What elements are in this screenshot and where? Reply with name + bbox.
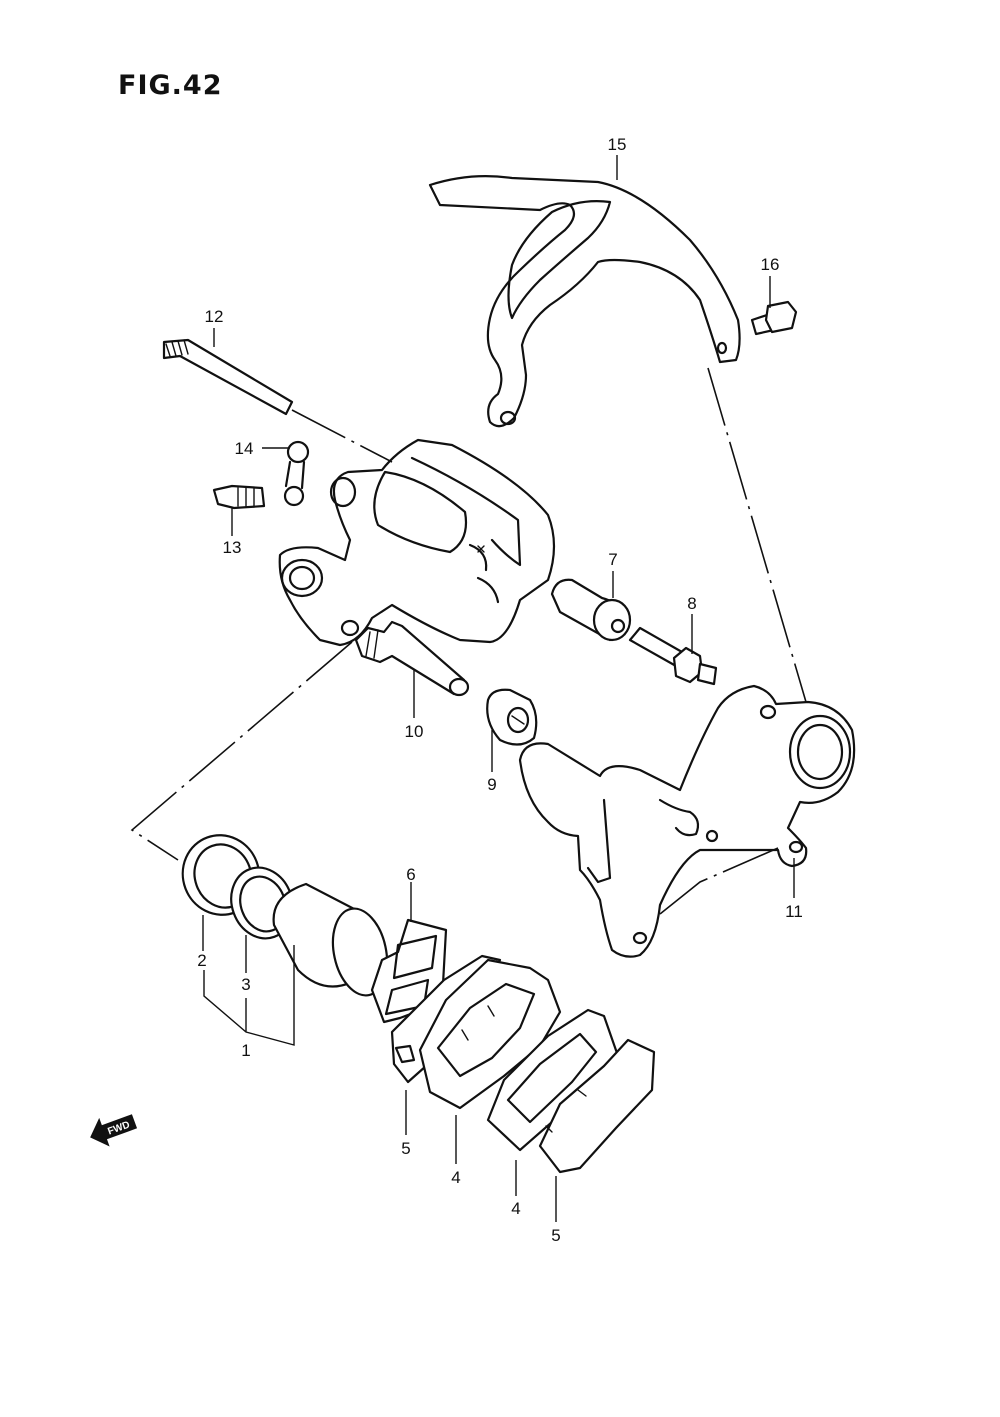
callout-9: 9 — [487, 775, 496, 794]
part-12-pin — [162, 338, 294, 416]
callout-labels: 15 16 12 14 13 7 8 10 9 11 6 2 3 1 5 4 4… — [197, 135, 803, 1245]
fwd-arrow-icon: FWD — [90, 1114, 138, 1147]
caliper-body — [278, 438, 556, 647]
callout-15: 15 — [608, 135, 627, 154]
part-9-boot — [486, 688, 538, 746]
part-13-bleeder-valve — [212, 484, 266, 510]
figure-title: FIG.42 — [118, 70, 223, 101]
part-4-pad-left — [418, 958, 562, 1110]
callout-5-left: 5 — [401, 1139, 410, 1158]
part-15-bracket-arm — [428, 175, 741, 428]
callout-12: 12 — [205, 307, 224, 326]
part-1-piston — [272, 882, 389, 997]
callout-6: 6 — [406, 865, 415, 884]
callout-13: 13 — [223, 538, 242, 557]
callout-3: 3 — [241, 975, 250, 994]
callout-1: 1 — [241, 1041, 250, 1060]
callout-4-left: 4 — [451, 1168, 460, 1187]
part-11-caliper-bracket — [518, 684, 856, 958]
part-10-slide-pin — [354, 620, 470, 697]
callout-8: 8 — [687, 594, 696, 613]
callout-14: 14 — [235, 439, 254, 458]
callout-2: 2 — [197, 951, 206, 970]
callout-4-right: 4 — [511, 1199, 520, 1218]
callout-leader-lines — [202, 155, 795, 1222]
part-14-cap — [283, 440, 310, 507]
part-4-pad-right — [486, 1008, 620, 1152]
callout-11: 11 — [785, 902, 803, 921]
part-16-bolt — [750, 300, 798, 336]
part-8-pin-bolt — [628, 626, 718, 686]
callout-16: 16 — [761, 255, 780, 274]
part-5-shim-right — [538, 1038, 656, 1174]
assembly-center-lines — [130, 367, 807, 915]
callout-5-right: 5 — [551, 1226, 560, 1245]
callout-7: 7 — [608, 550, 617, 569]
callout-10: 10 — [405, 722, 424, 741]
part-7-bushing — [550, 578, 632, 642]
